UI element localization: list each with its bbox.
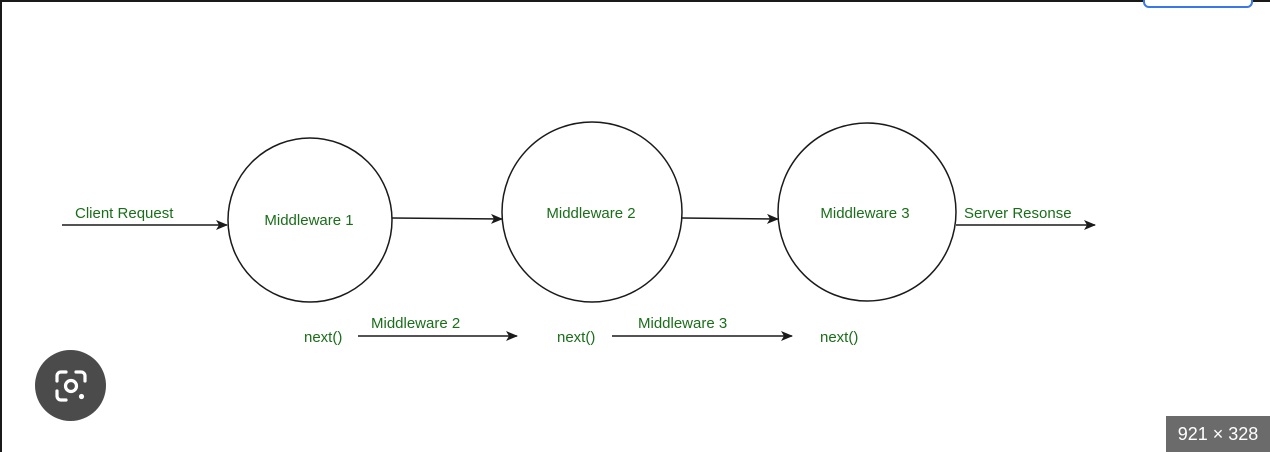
middleware-3-node <box>777 122 957 302</box>
next-call-2-label: next() <box>557 329 595 346</box>
middleware-3-label: Middleware 3 <box>820 205 909 222</box>
next-call-3-label: next() <box>820 329 858 346</box>
top-button-edge[interactable] <box>1143 0 1253 8</box>
next-call-1-label: next() <box>304 329 342 346</box>
image-dimensions-badge: 921 × 328 <box>1166 416 1270 452</box>
middleware-2-node <box>501 121 683 303</box>
server-response-label: Server Resonse <box>964 205 1072 222</box>
node-2-to-node-3-arrow <box>681 213 779 224</box>
next-call-1-target-label: Middleware 2 <box>371 315 460 332</box>
middleware-1-node <box>227 137 393 303</box>
middleware-1-label: Middleware 1 <box>264 212 353 229</box>
image-search-lens-button[interactable] <box>35 350 106 421</box>
node-1-to-node-2-arrow <box>391 213 503 224</box>
google-lens-icon <box>54 369 87 402</box>
client-request-label: Client Request <box>75 205 174 222</box>
next-call-2-target-label: Middleware 3 <box>638 315 727 332</box>
middleware-2-label: Middleware 2 <box>546 205 635 222</box>
